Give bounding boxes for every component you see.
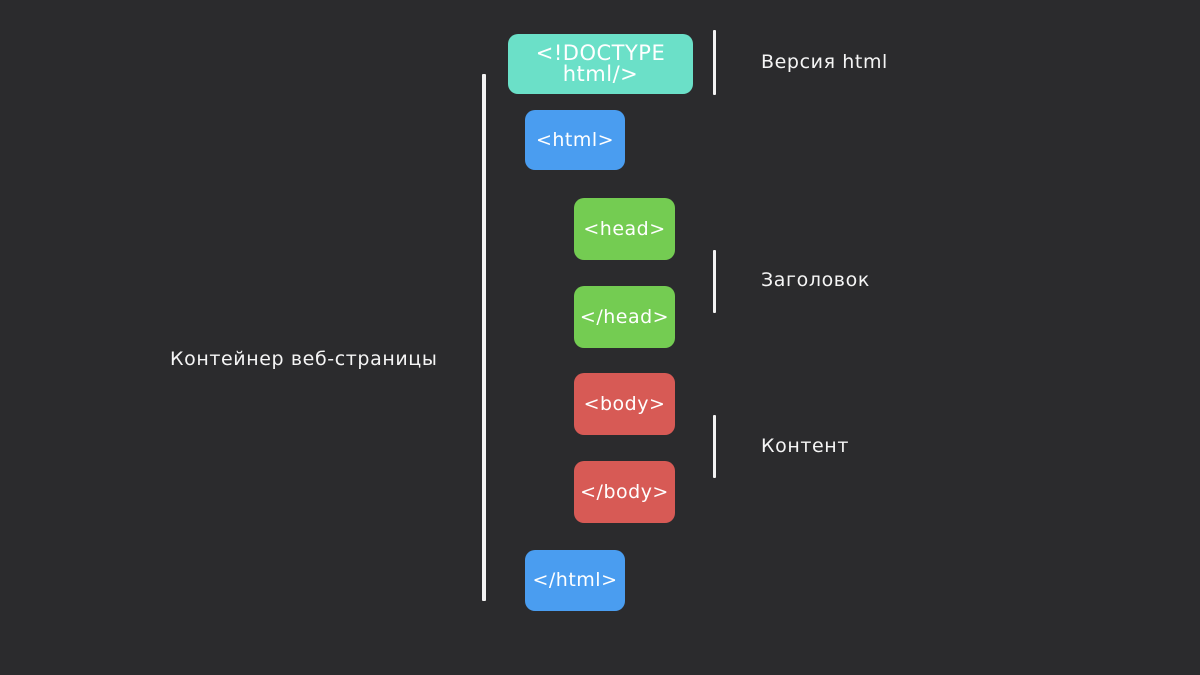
header-divider-line — [713, 250, 716, 313]
tag-block-html-open[interactable]: <html> — [525, 110, 625, 170]
content-divider-line — [713, 415, 716, 478]
tag-block-head-close[interactable]: </head> — [574, 286, 675, 348]
tag-block-head-open[interactable]: <head> — [574, 198, 675, 260]
annotation-label-version: Версия html — [761, 51, 888, 73]
tag-block-doctype[interactable]: <!DOCTYPE html/> — [508, 34, 693, 94]
version-divider-line — [713, 30, 716, 95]
annotation-label-content: Контент — [761, 435, 849, 457]
container-bracket-line — [482, 74, 486, 601]
annotation-label-header: Заголовок — [761, 269, 870, 291]
tag-block-body-close[interactable]: </body> — [574, 461, 675, 523]
tag-block-body-open[interactable]: <body> — [574, 373, 675, 435]
annotation-label-container: Контейнер веб-страницы — [170, 348, 438, 370]
tag-block-html-close[interactable]: </html> — [525, 550, 625, 611]
